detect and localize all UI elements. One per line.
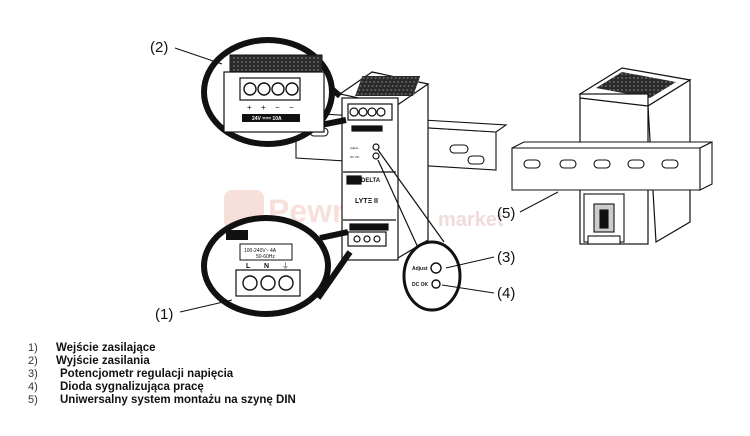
legend-number: 5) — [28, 394, 38, 406]
dcok-label: DC OK — [412, 282, 429, 288]
adjust-label: Adjust — [412, 266, 428, 272]
device-brand: DELTA — [361, 178, 381, 184]
product-diagram: PewnaKt market DELTA LYTΞ II Adjust DC O… — [150, 37, 713, 323]
legend-text: Potencjometr regulacji napięcia — [60, 368, 234, 380]
dcok-small-label: DC OK — [350, 155, 360, 159]
input-freq-label: 50-60Hz — [256, 254, 275, 260]
input-rating-label: 100-240V~ 4A — [244, 248, 277, 254]
legend-text: Wejście zasilające — [56, 342, 156, 354]
output-terminal-4: − — [289, 103, 294, 112]
legend-number: 1) — [28, 342, 38, 354]
legend-text: Dioda sygnalizująca pracę — [60, 381, 204, 393]
callout-4: (4) — [497, 285, 515, 302]
zoom-adjust-led — [377, 149, 462, 312]
output-terminal-3: − — [275, 103, 280, 112]
power-supply-left — [338, 71, 430, 261]
adjust-small-label: Adjust — [350, 146, 359, 150]
callout-1: (1) — [155, 306, 173, 323]
device-model: LYTΞ II — [355, 198, 378, 205]
legend-number: 4) — [28, 381, 38, 393]
output-rating-label: 24V === 10A — [252, 116, 282, 122]
input-terminal-pe: ⏚ — [282, 262, 289, 270]
input-terminal-l: L — [246, 263, 251, 270]
watermark-suffix: market — [438, 209, 504, 231]
callout-5: (5) — [497, 205, 515, 222]
input-terminal-n: N — [264, 263, 269, 270]
legend-number: 2) — [28, 355, 38, 367]
legend-text: Uniwersalny system montażu na szynę DIN — [60, 394, 296, 406]
zoom-output-terminals — [201, 37, 347, 147]
output-terminal-1: + — [247, 103, 252, 112]
leader-lines — [174, 47, 559, 313]
legend-number: 3) — [28, 368, 38, 380]
din-clip — [583, 193, 625, 245]
din-rail-right — [511, 141, 713, 191]
legend-text: Wyjście zasilania — [56, 355, 150, 367]
output-terminal-2: + — [261, 103, 266, 112]
zoom-input-terminals — [201, 215, 353, 317]
callout-2: (2) — [150, 39, 168, 56]
callout-3: (3) — [497, 249, 515, 266]
